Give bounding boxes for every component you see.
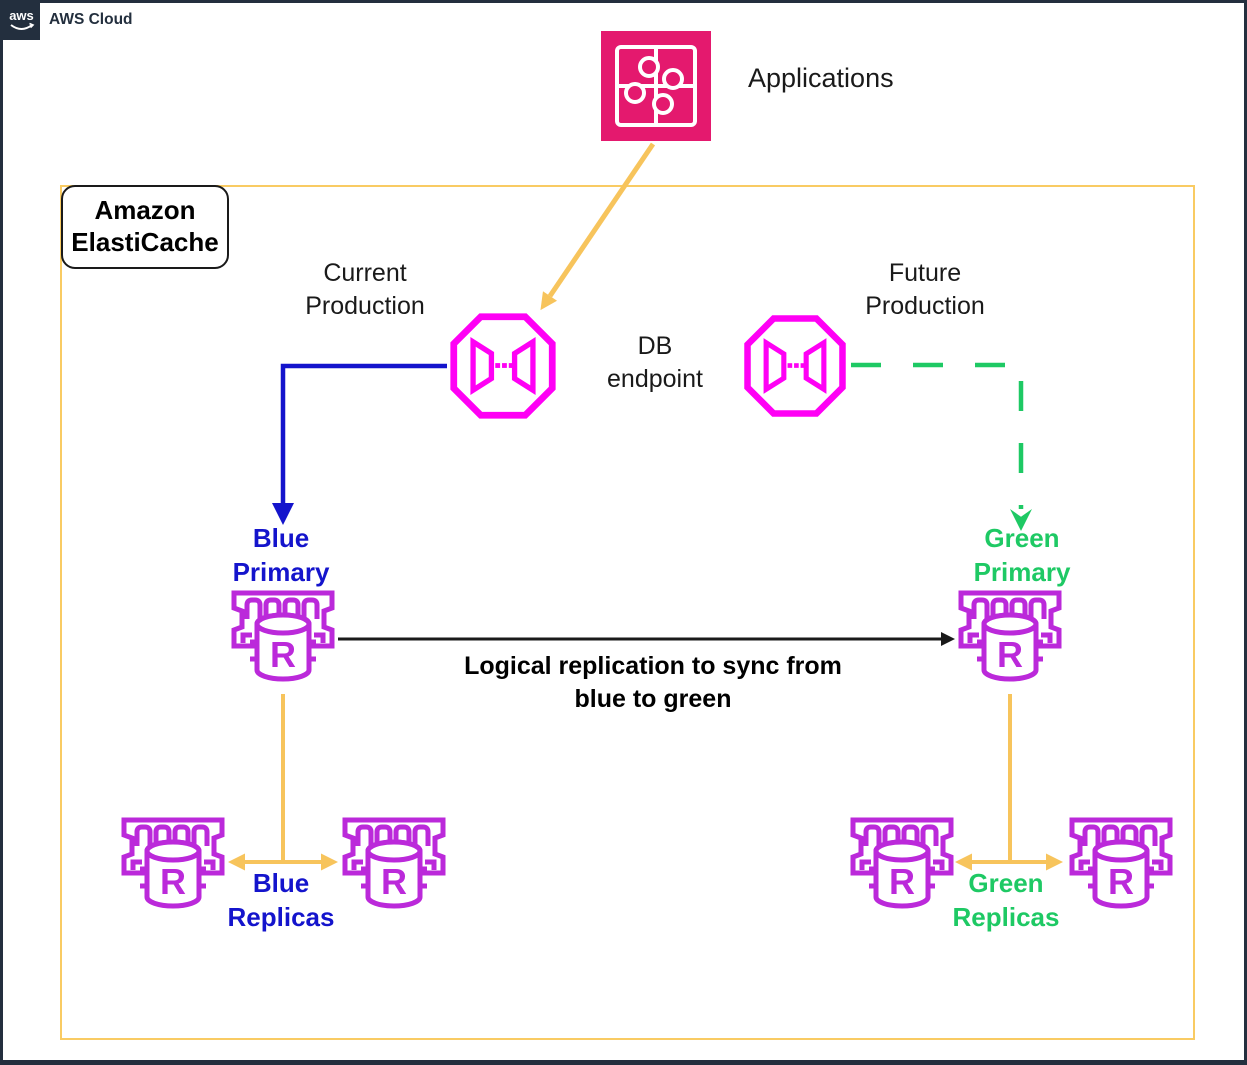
green-replicas-label: Green Replicas bbox=[952, 868, 1060, 932]
cache-endpoint-octagon-icon bbox=[447, 310, 559, 422]
replication-annotation: Logical replication to sync from blue to… bbox=[464, 652, 842, 713]
applications-label: Applications bbox=[748, 63, 894, 93]
elasticache-redis-node-icon bbox=[957, 588, 1063, 686]
aws-logo-icon: aws bbox=[3, 3, 40, 40]
blue-primary-label: Blue Primary bbox=[232, 523, 330, 587]
green-primary-label: Green Primary bbox=[973, 523, 1071, 587]
elasticache-redis-node-icon bbox=[230, 588, 336, 686]
aws-logo-text: aws bbox=[9, 8, 34, 23]
puzzle-pieces-icon bbox=[601, 31, 711, 141]
blue-replicas-label: Blue Replicas bbox=[227, 868, 335, 932]
db-endpoint-label: DB endpoint bbox=[607, 332, 703, 393]
elasticache-redis-node-icon bbox=[341, 815, 447, 913]
aws-cloud-label: AWS Cloud bbox=[49, 11, 133, 28]
elasticache-group-label: Amazon ElastiCache bbox=[61, 185, 229, 269]
future-production-label: Future Production bbox=[865, 259, 985, 320]
elasticache-redis-node-icon bbox=[1068, 815, 1174, 913]
cache-endpoint-octagon-icon bbox=[741, 312, 849, 420]
current-production-label: Current Production bbox=[305, 259, 425, 320]
